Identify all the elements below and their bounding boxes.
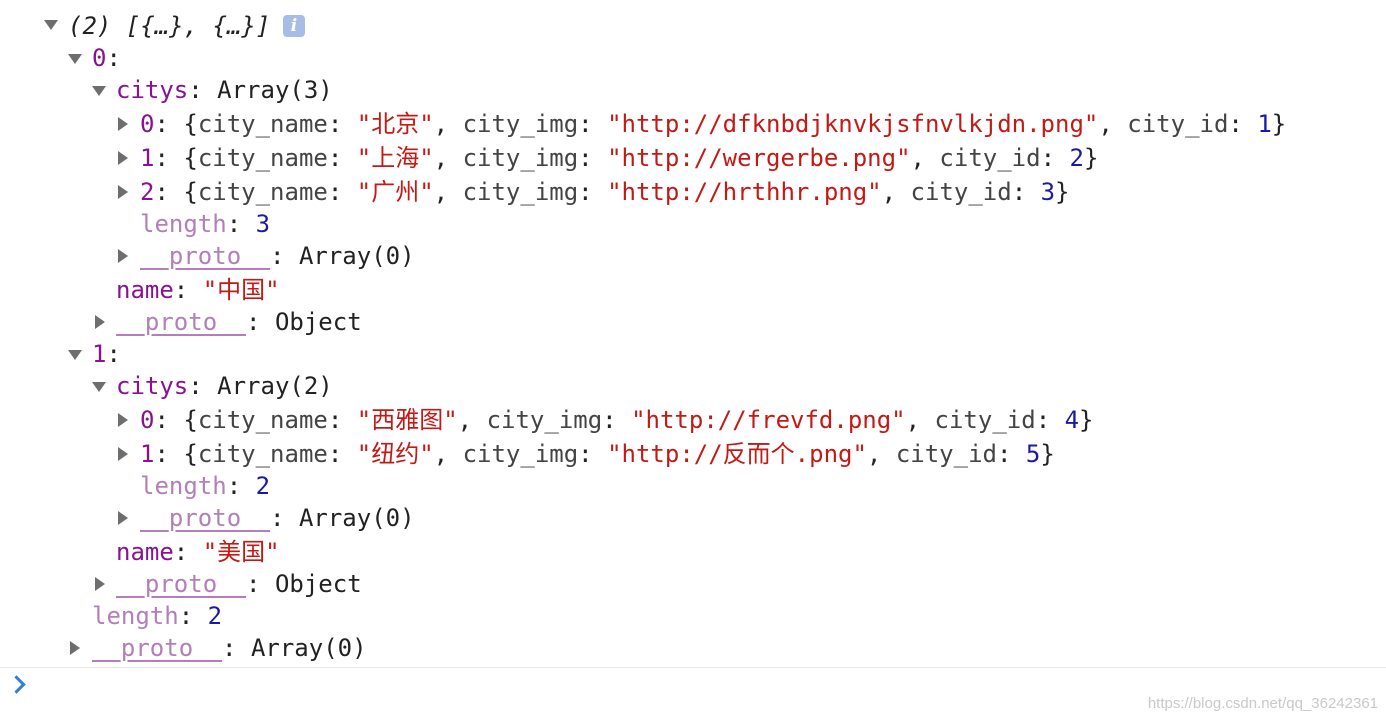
info-icon[interactable]: i — [283, 15, 305, 37]
console-divider — [0, 667, 1386, 668]
expand-toggle-icon[interactable] — [44, 20, 58, 30]
expand-toggle-icon[interactable] — [68, 54, 82, 64]
citys-row[interactable]: citys: Array(2) — [116, 372, 333, 400]
index-key: 1 — [92, 340, 107, 368]
city-row[interactable]: 1: {city_name: "上海", city_img: "http://w… — [140, 144, 1099, 172]
prompt-chevron-icon[interactable] — [7, 675, 26, 694]
name-row: name: "美国" — [116, 538, 280, 566]
expand-toggle-icon[interactable] — [95, 315, 105, 329]
item-1-header[interactable]: 1: — [92, 340, 121, 368]
city-row[interactable]: 1: {city_name: "纽约", city_img: "http://反… — [140, 440, 1055, 468]
root-proto-row[interactable]: __proto__: Array(0) — [92, 634, 367, 662]
index-key: 0 — [92, 44, 107, 72]
city-row[interactable]: 2: {city_name: "广州", city_img: "http://h… — [140, 178, 1070, 206]
proto-row[interactable]: __proto__: Array(0) — [140, 504, 415, 532]
expand-toggle-icon[interactable] — [68, 350, 82, 360]
expand-toggle-icon[interactable] — [70, 641, 80, 655]
citys-row[interactable]: citys: Array(3) — [116, 76, 333, 104]
city-row[interactable]: 0: {city_name: "西雅图", city_img: "http://… — [140, 406, 1094, 434]
root-length-row: length: 2 — [92, 602, 223, 630]
proto-row[interactable]: __proto__: Object — [116, 308, 362, 336]
expand-toggle-icon[interactable] — [118, 447, 128, 461]
expand-toggle-icon[interactable] — [118, 249, 128, 263]
expand-toggle-icon[interactable] — [95, 577, 105, 591]
proto-row[interactable]: __proto__: Object — [116, 570, 362, 598]
expand-toggle-icon[interactable] — [118, 185, 128, 199]
expand-toggle-icon[interactable] — [92, 382, 106, 392]
expand-toggle-icon[interactable] — [118, 413, 128, 427]
expand-toggle-icon[interactable] — [92, 86, 106, 96]
array-summary[interactable]: (2) [{…}, {…}] — [68, 12, 271, 40]
expand-toggle-icon[interactable] — [118, 117, 128, 131]
city-row[interactable]: 0: {city_name: "北京", city_img: "http://d… — [140, 110, 1287, 138]
length-row: length: 2 — [140, 472, 271, 500]
expand-toggle-icon[interactable] — [118, 151, 128, 165]
item-0-header[interactable]: 0: — [92, 44, 121, 72]
name-row: name: "中国" — [116, 276, 280, 304]
length-row: length: 3 — [140, 210, 271, 238]
expand-toggle-icon[interactable] — [118, 511, 128, 525]
watermark: https://blog.csdn.net/qq_36242361 — [1147, 695, 1378, 712]
proto-row[interactable]: __proto__: Array(0) — [140, 242, 415, 270]
